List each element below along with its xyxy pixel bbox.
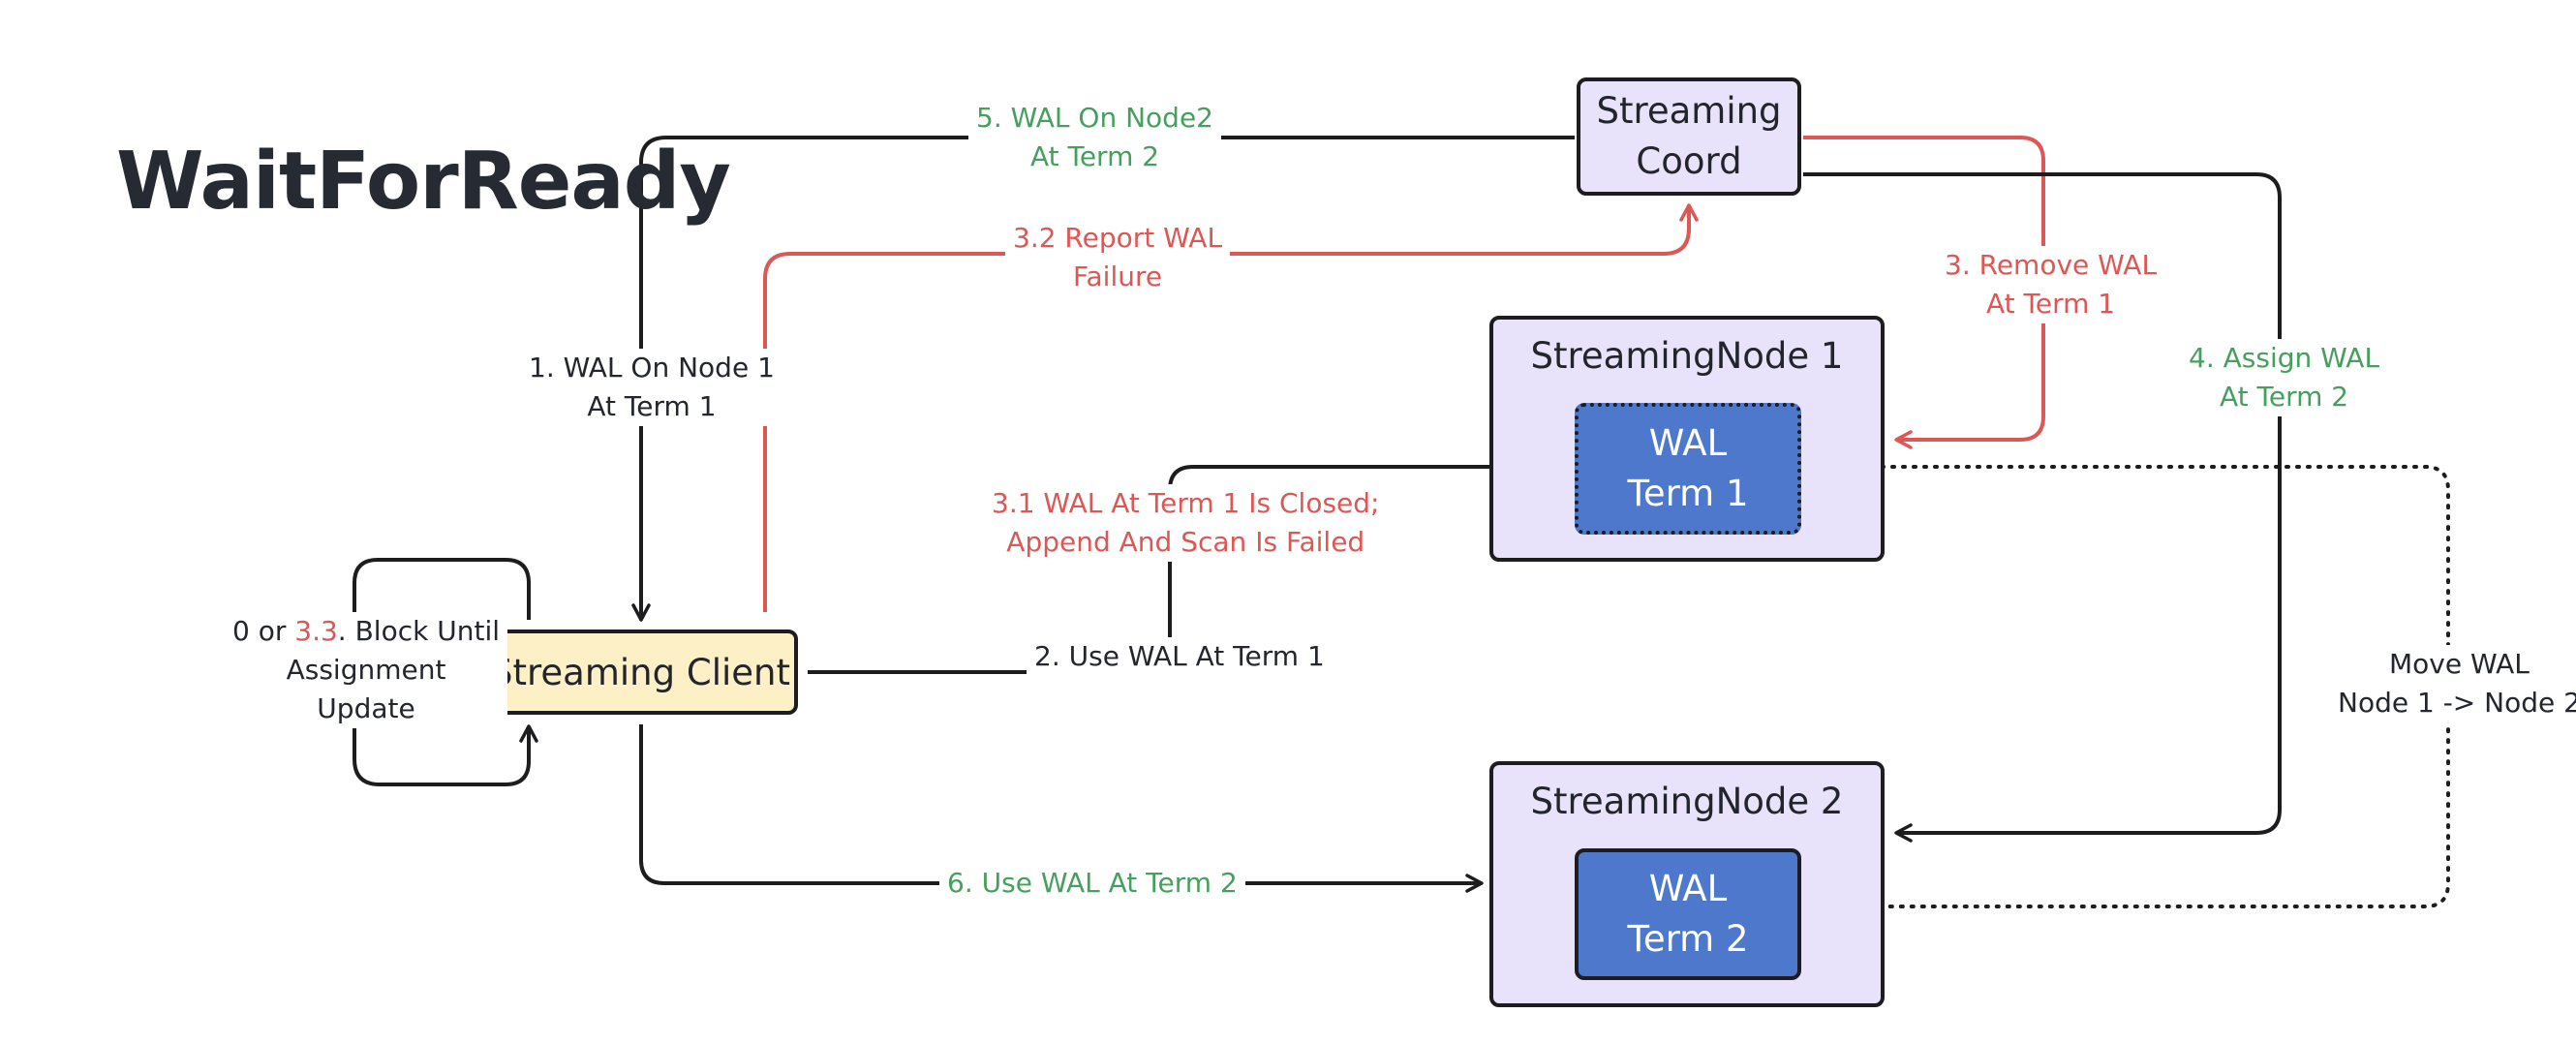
edge-coord-to-client xyxy=(631,136,1575,622)
wal1-line2: Term 1 xyxy=(1627,473,1749,514)
node1-label: StreamingNode 1 xyxy=(1530,335,1844,377)
label-step-3-1: 3.1 WAL At Term 1 Is Closed;Append And S… xyxy=(984,484,1388,562)
label-step-0: 0 or 3.3. Block Until Assignment Update xyxy=(225,612,508,728)
streaming-client-node: Streaming Client xyxy=(482,629,798,715)
streaming-node-1: StreamingNode 1 WAL Term 1 xyxy=(1489,316,1885,562)
wal2-line1: WAL xyxy=(1648,868,1728,909)
streaming-coord-node: Streaming Coord xyxy=(1577,77,1801,196)
client-label: Streaming Client xyxy=(490,651,790,693)
wal2-line2: Term 2 xyxy=(1627,918,1749,960)
edge-assign-wal xyxy=(1803,172,2282,843)
streaming-node-2: StreamingNode 2 WAL Term 2 xyxy=(1489,761,1885,1007)
label-step-2: 2. Use WAL At Term 1 xyxy=(1027,637,1333,676)
node2-label: StreamingNode 2 xyxy=(1530,781,1844,822)
wal1-line1: WAL xyxy=(1648,422,1728,464)
coord-label-line1: Streaming xyxy=(1596,90,1782,132)
coord-label-line2: Coord xyxy=(1636,140,1742,182)
wal-term1-box: WAL Term 1 xyxy=(1575,403,1801,535)
edge-use-wal-term2 xyxy=(639,724,1484,893)
label-step-6: 6. Use WAL At Term 2 xyxy=(939,864,1245,903)
page-title: WaitForReady xyxy=(116,136,731,228)
wal-term2-box: WAL Term 2 xyxy=(1575,848,1801,980)
